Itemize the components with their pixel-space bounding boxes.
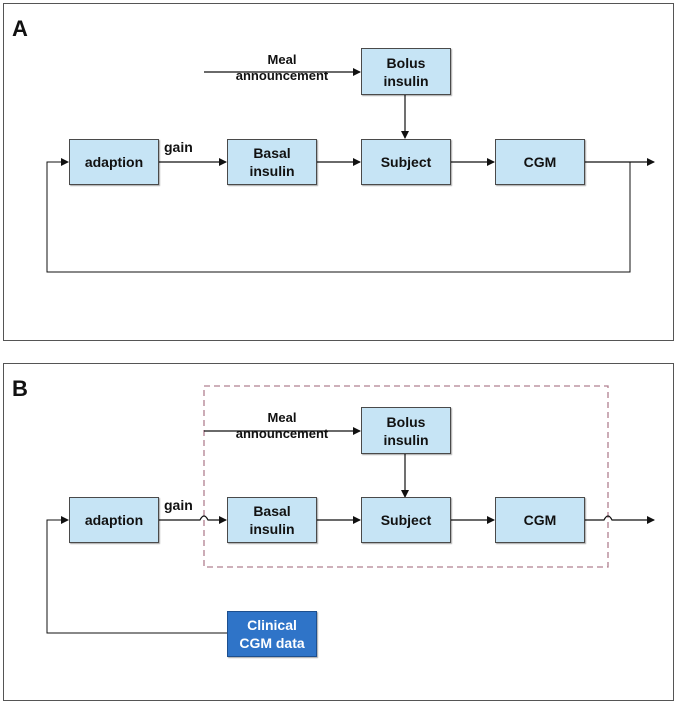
- b-cgm-block: CGM: [495, 497, 585, 543]
- a-cgm-block: CGM: [495, 139, 585, 185]
- b-adaption-block: adaption: [69, 497, 159, 543]
- a-subject-block: Subject: [361, 139, 451, 185]
- a-gain-label: gain: [164, 139, 193, 155]
- b-basal-insulin-block: Basal insulin: [227, 497, 317, 543]
- b-bolus-insulin-block: Bolus insulin: [361, 407, 451, 454]
- b-meal-announcement-label: Meal announcement: [235, 410, 329, 441]
- panel-a-label: A: [12, 16, 28, 41]
- a-meal-announcement-label: Meal announcement: [235, 52, 329, 83]
- a-basal-insulin-block: Basal insulin: [227, 139, 317, 185]
- b-clinical-cgm-data-block: Clinical CGM data: [227, 611, 317, 657]
- b-subject-block: Subject: [361, 497, 451, 543]
- b-gain-label: gain: [164, 497, 193, 513]
- a-bolus-insulin-block: Bolus insulin: [361, 48, 451, 95]
- a-adaption-block: adaption: [69, 139, 159, 185]
- panel-b-label: B: [12, 376, 28, 401]
